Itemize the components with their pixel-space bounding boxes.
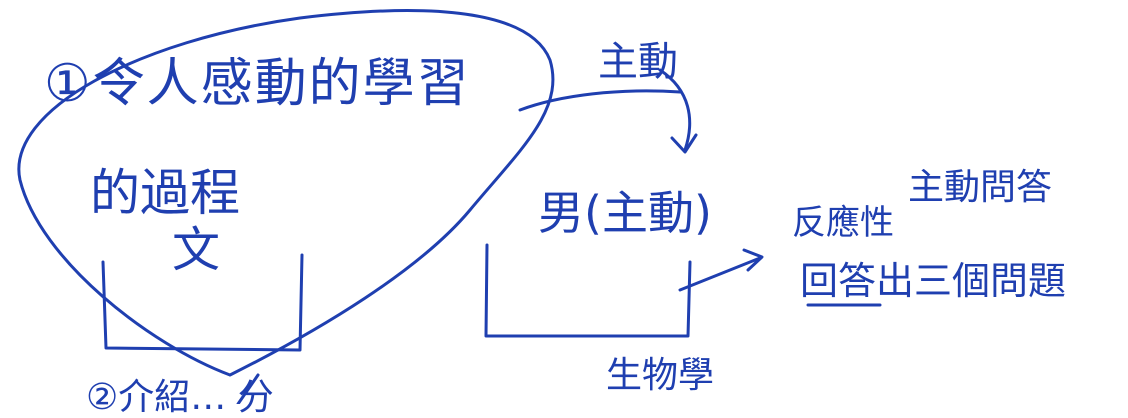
- curved-arrowhead: [670, 133, 698, 154]
- loop-ellipse: [17, 9, 555, 377]
- right-arrowhead: [742, 248, 764, 272]
- curved-arrow: [658, 68, 692, 152]
- left-container: [101, 253, 304, 352]
- note-top-right: 主動: [598, 39, 678, 85]
- note-bottom-left: ②介紹… 分: [86, 377, 274, 418]
- connector-line: [518, 89, 682, 112]
- middle-container: [484, 243, 692, 338]
- note-right-bottom: 回答出三個問題: [800, 259, 1067, 303]
- tail-stroke: [236, 373, 260, 404]
- note-line-2: 的過程: [90, 164, 240, 222]
- ink-strokes: [17, 9, 882, 404]
- note-middle: 男(主動): [538, 186, 712, 240]
- right-arrow-shaft: [678, 256, 762, 292]
- note-bottom-center: 生物學: [606, 355, 715, 396]
- handwritten-note-canvas: ①令人感動的學習 的過程 文 主動 男(主動) 反應性 主動問答 回答出三個問題…: [17, 9, 1067, 416]
- note-right-top-a: 反應性: [792, 203, 894, 243]
- note-line-1: ①令人感動的學習: [44, 54, 471, 114]
- note-line-2-char: 文: [172, 222, 221, 278]
- note-right-top-b: 主動問答: [908, 167, 1053, 208]
